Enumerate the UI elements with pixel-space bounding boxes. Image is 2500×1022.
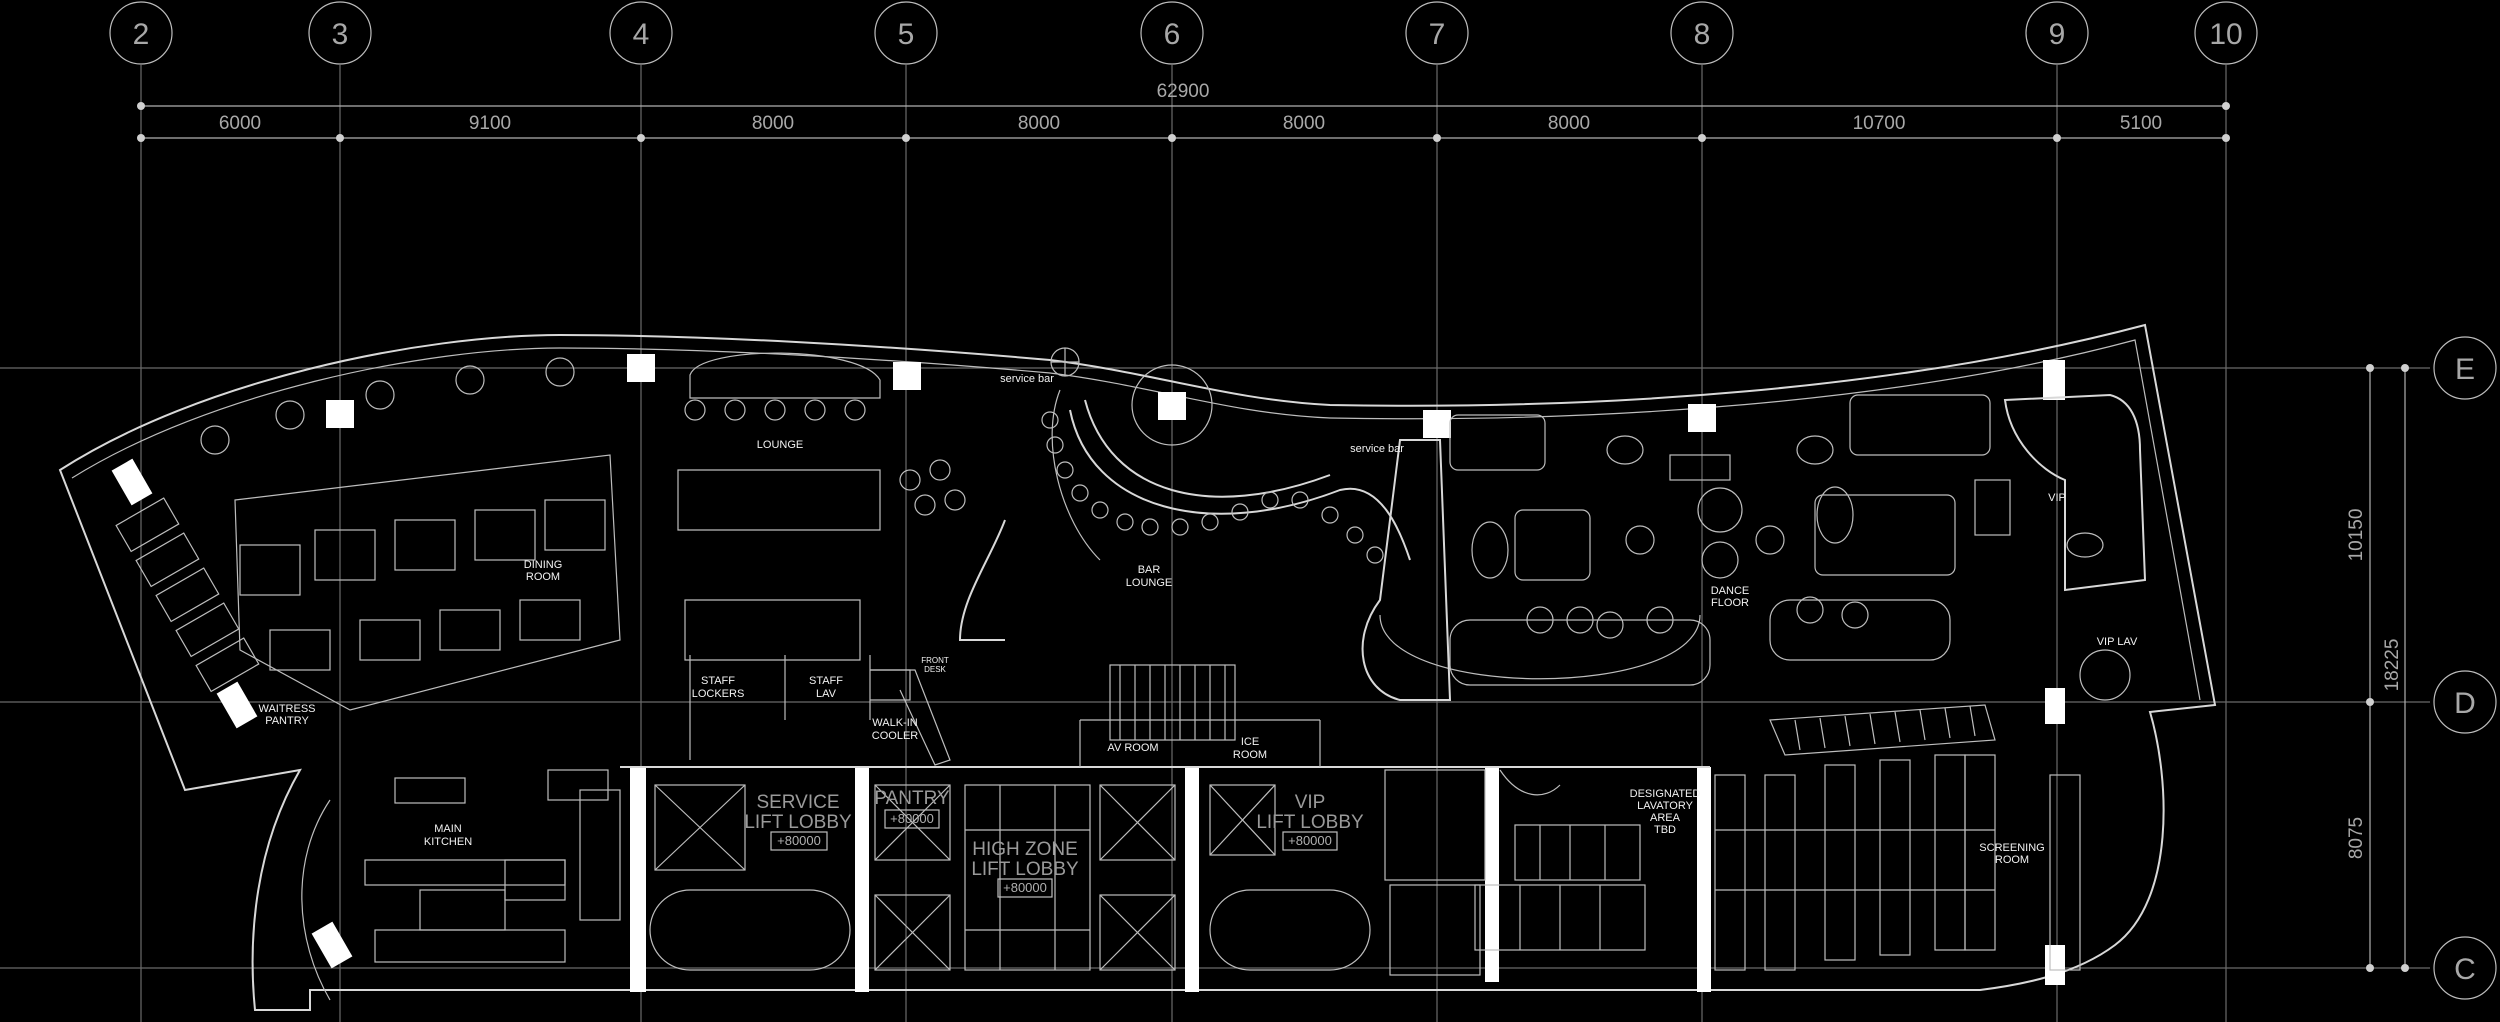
dim-overall: 62900 xyxy=(1157,81,1210,102)
dim-bay-2: 9100 xyxy=(469,113,511,134)
grid-bubbles-right: E D C xyxy=(2433,336,2497,1000)
label-dining-2: ROOM xyxy=(526,571,560,583)
label-vip-lift-1: VIP xyxy=(1295,792,1326,813)
dim-vertical-1: 10150 xyxy=(2346,509,2367,562)
dim-vertical-2: 8075 xyxy=(2346,817,2367,859)
label-front-desk-1: FRONT xyxy=(921,656,949,665)
room-labels: LOUNGE DINING ROOM BAR LOUNGE DANCE FLOO… xyxy=(258,373,2138,898)
grid-label-8: 8 xyxy=(1694,18,1711,51)
label-service-bar-1: service bar xyxy=(1000,373,1054,385)
label-dance-2: FLOOR xyxy=(1711,597,1749,609)
grid-label-6: 6 xyxy=(1164,18,1181,51)
label-service-lift-1: SERVICE xyxy=(756,792,839,813)
label-lavatory-2: LAVATORY xyxy=(1637,800,1694,812)
grid-label-7: 7 xyxy=(1429,18,1446,51)
dim-bay-8: 5100 xyxy=(2120,113,2162,134)
grid-lines xyxy=(0,65,2430,1022)
label-service-level: +80000 xyxy=(777,833,821,848)
label-lavatory-3: AREA xyxy=(1650,812,1681,824)
label-staff-lockers-1: STAFF xyxy=(701,675,735,687)
label-staff-lav-1: STAFF xyxy=(809,675,843,687)
dimension-lines: 62900 6000 9100 8000 8000 8000 8000 1070… xyxy=(137,81,2409,972)
label-screening-2: ROOM xyxy=(1995,854,2029,866)
grid-label-2: 2 xyxy=(133,18,150,51)
grid-label-4: 4 xyxy=(633,18,650,51)
dim-bay-6: 8000 xyxy=(1548,113,1590,134)
grid-bubbles-top: 2 3 4 5 6 7 8 9 10 xyxy=(109,1,2258,65)
label-kitchen-1: MAIN xyxy=(434,823,462,835)
label-service-bar-2: service bar xyxy=(1350,443,1404,455)
dim-bay-4: 8000 xyxy=(1018,113,1060,134)
label-waitress-2: PANTRY xyxy=(265,715,309,727)
label-walk-in-1: WALK-IN xyxy=(872,717,917,729)
label-screening-1: SCREENING xyxy=(1979,842,2044,854)
label-bar-2: LOUNGE xyxy=(1126,577,1172,589)
grid-label-9: 9 xyxy=(2049,18,2066,51)
label-waitress-1: WAITRESS xyxy=(258,703,315,715)
label-kitchen-2: KITCHEN xyxy=(424,836,472,848)
interior-details xyxy=(115,347,2147,976)
label-bar-1: BAR xyxy=(1138,564,1161,576)
label-walk-in-2: COOLER xyxy=(872,730,919,742)
label-service-lift-2: LIFT LOBBY xyxy=(744,812,852,833)
dim-bay-7: 10700 xyxy=(1853,113,1906,134)
dim-bay-3: 8000 xyxy=(752,113,794,134)
label-front-desk-2: DESK xyxy=(924,665,946,674)
building-outline xyxy=(58,323,2217,1011)
structural-columns xyxy=(111,354,2065,992)
label-av-room: AV ROOM xyxy=(1107,742,1158,754)
dim-bay-5: 8000 xyxy=(1283,113,1325,134)
label-vip-lift-2: LIFT LOBBY xyxy=(1256,812,1364,833)
label-high-zone-level: +80000 xyxy=(1003,880,1047,895)
grid-label-3: 3 xyxy=(332,18,349,51)
dim-vertical-total: 18225 xyxy=(2382,639,2403,692)
label-dining-1: DINING xyxy=(524,559,563,571)
label-lavatory-4: TBD xyxy=(1654,824,1676,836)
grid-label-10: 10 xyxy=(2209,18,2242,51)
label-high-zone-2: LIFT LOBBY xyxy=(971,859,1079,880)
label-lavatory-1: DESIGNATED xyxy=(1630,788,1701,800)
grid-label-C: C xyxy=(2454,953,2476,986)
grid-label-E: E xyxy=(2455,353,2475,386)
grid-label-D: D xyxy=(2454,687,2476,720)
label-lounge: LOUNGE xyxy=(757,439,803,451)
label-vip-level: +80000 xyxy=(1288,833,1332,848)
label-vip-lav: VIP LAV xyxy=(2097,636,2138,648)
label-ice-2: ROOM xyxy=(1233,749,1267,761)
label-high-zone-1: HIGH ZONE xyxy=(972,839,1078,860)
label-vip: VIP xyxy=(2048,492,2066,504)
label-ice-1: ICE xyxy=(1241,736,1259,748)
dim-bay-1: 6000 xyxy=(219,113,261,134)
label-staff-lav-2: LAV xyxy=(816,688,837,700)
label-pantry-level: +80000 xyxy=(890,811,934,826)
label-dance-1: DANCE xyxy=(1711,585,1750,597)
label-staff-lockers-2: LOCKERS xyxy=(692,688,745,700)
grid-label-5: 5 xyxy=(898,18,915,51)
label-pantry: PANTRY xyxy=(874,788,950,809)
